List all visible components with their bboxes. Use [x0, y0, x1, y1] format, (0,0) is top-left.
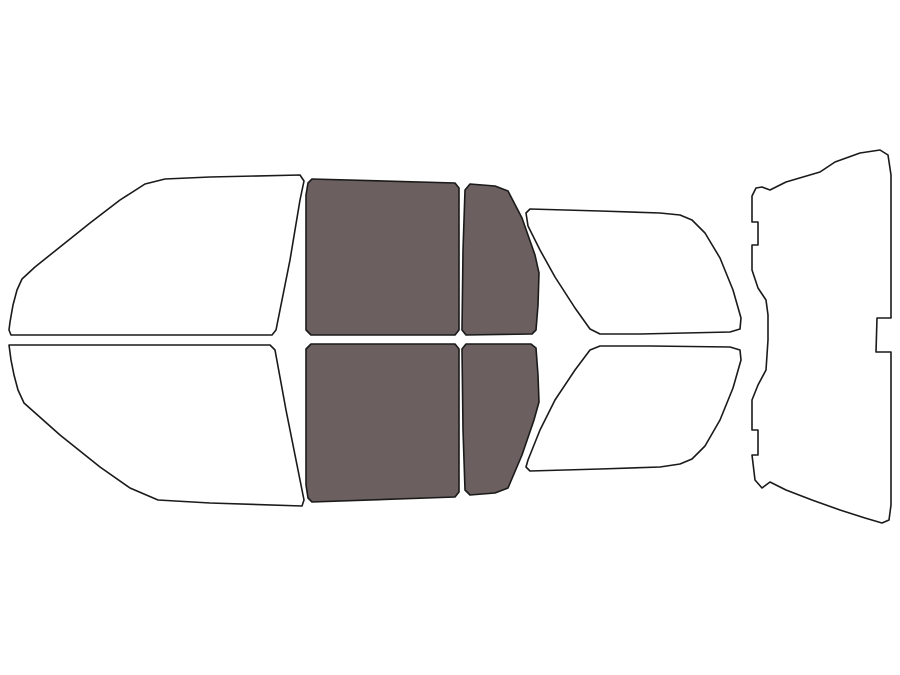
front-door-left-window[interactable]: [8, 174, 305, 336]
cargo-right-window[interactable]: [525, 345, 742, 472]
quarter-right-window[interactable]: [461, 343, 540, 496]
front-door-right-window[interactable]: [8, 344, 305, 507]
cargo-left-window[interactable]: [525, 208, 742, 335]
quarter-left-window[interactable]: [461, 183, 540, 336]
rear-door-right-window[interactable]: [305, 343, 460, 503]
rear-door-left-window[interactable]: [305, 178, 460, 336]
rear-window[interactable]: [751, 149, 892, 524]
